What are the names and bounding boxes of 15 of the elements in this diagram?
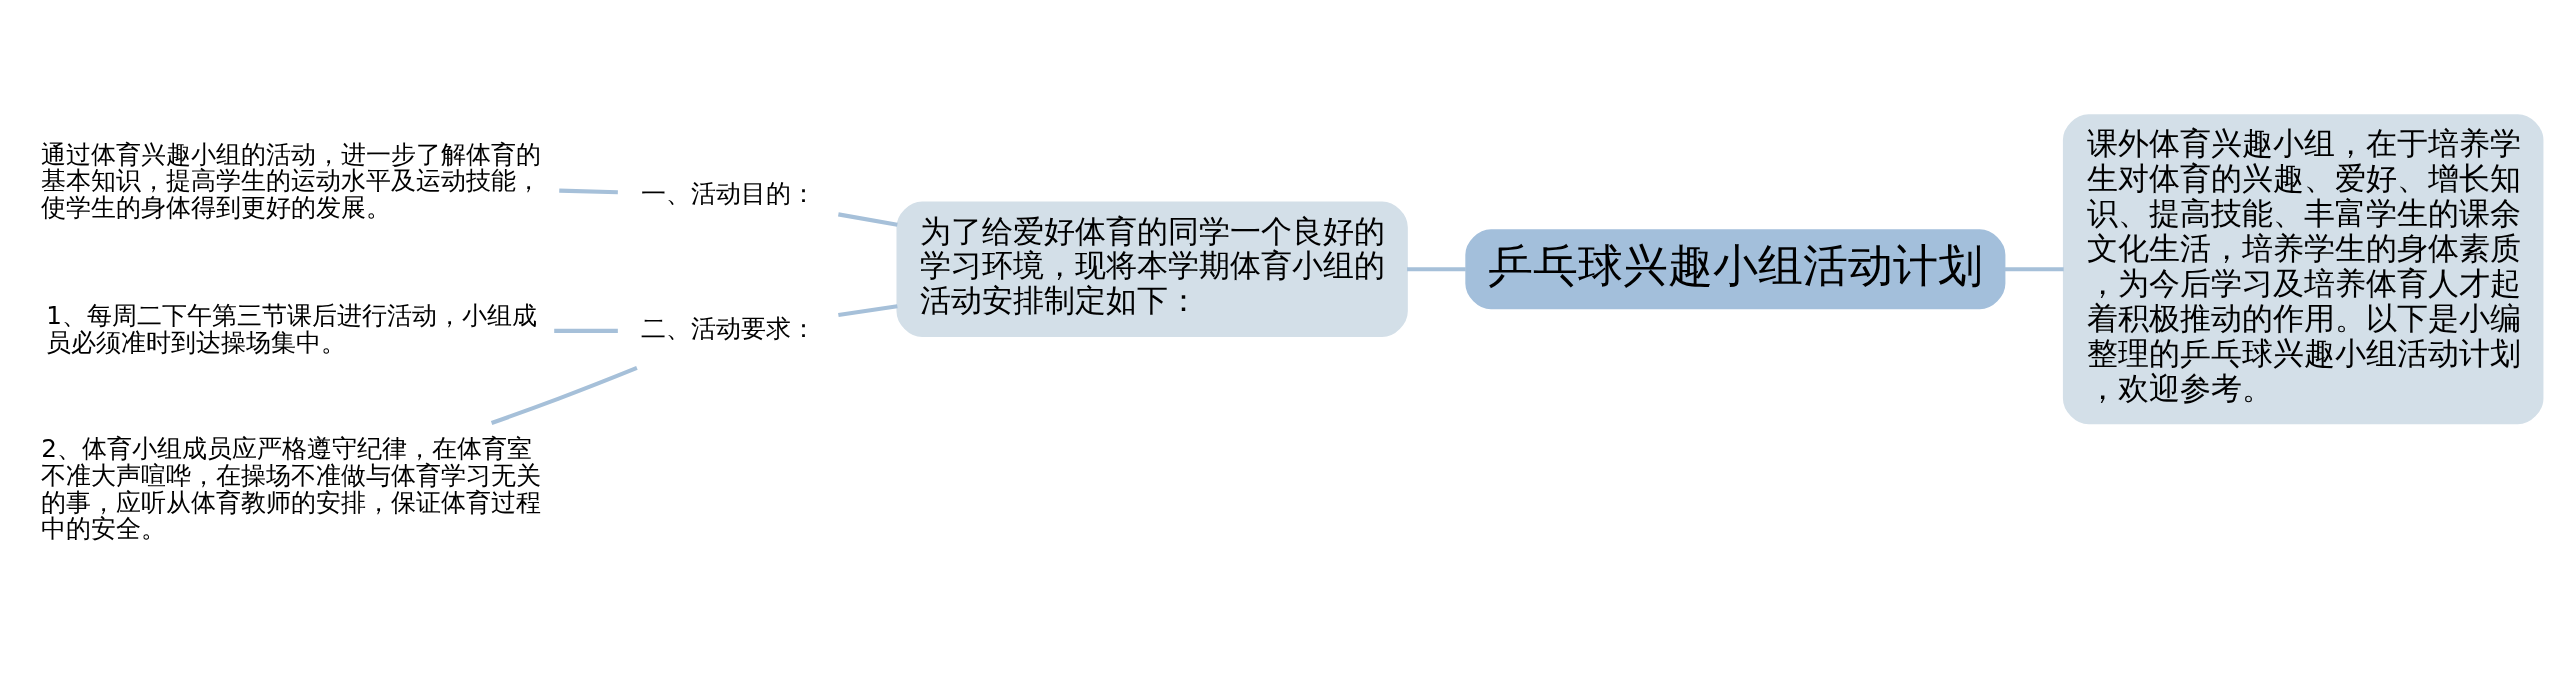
connector — [2004, 266, 2064, 271]
node-text: 二、活动要求： — [640, 313, 816, 343]
node-text: 2、体育小组成员应严格遵守纪律，在体育室不准大声喧哗，在操场不准做与体育学习无关的事，应听从体育教师的安排，保证体育过程中的安全。 — [40, 433, 541, 543]
connector — [1406, 266, 1466, 271]
node-box: 乒乓球兴趣小组活动计划 — [1464, 228, 2005, 309]
node-box: 为了给爱好体育的同学一个良好的学习环境，现将本学期体育小组的活动安排制定如下： — [896, 200, 1408, 337]
connector — [553, 328, 618, 333]
connector — [558, 188, 618, 194]
node-text: 1、每周二下午第三节课后进行活动，小组成员必须准时到达操场集中。 — [45, 300, 537, 357]
connector — [837, 303, 898, 317]
connector — [837, 211, 898, 227]
node-box: 课外体育兴趣小组，在于培养学生对体育的兴趣、爱好、增长知识、提高技能、丰富学生的课余文化生活，培养学生的身体素质，为今后学习及培养体育人才起着积极推动的作用。以下是小编整理的乒乓球兴趣小组活动计划，欢迎参考。 — [2062, 113, 2543, 424]
connector — [490, 365, 638, 425]
node-text: 通过体育兴趣小组的活动，进一步了解体育的基本知识，提高学生的运动水平及运动技能，使学生的身体得到更好的发展。 — [40, 139, 541, 222]
node-text: 一、活动目的： — [640, 178, 816, 208]
